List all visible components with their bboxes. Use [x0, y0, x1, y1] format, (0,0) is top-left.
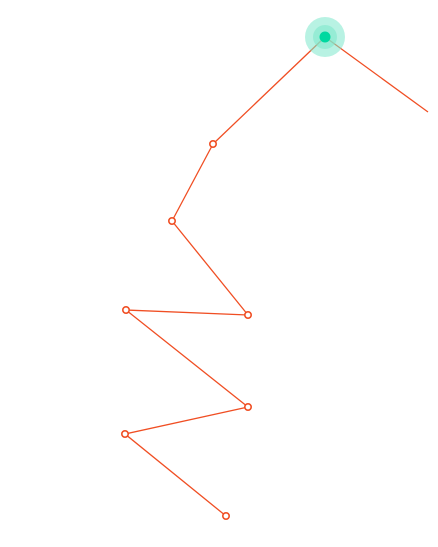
path-segment[interactable]	[124, 406, 249, 435]
vertex-handle[interactable]	[244, 402, 253, 411]
path-segment[interactable]	[171, 220, 249, 316]
path-segment[interactable]	[124, 433, 227, 517]
path-segment[interactable]	[212, 36, 326, 145]
vertex-handle[interactable]	[168, 217, 177, 226]
path-segment[interactable]	[125, 309, 249, 316]
selected-vertex-handle[interactable]	[319, 31, 331, 43]
path-segment[interactable]	[125, 309, 249, 408]
vertex-handle[interactable]	[222, 511, 231, 520]
vertex-handle[interactable]	[122, 305, 131, 314]
vertex-handle[interactable]	[209, 140, 218, 149]
polyline-segments	[124, 36, 429, 517]
path-segment[interactable]	[171, 143, 214, 222]
vertex-handle[interactable]	[121, 429, 130, 438]
path-segment-tail[interactable]	[324, 36, 429, 113]
vertex-handle[interactable]	[244, 310, 253, 319]
polyline-vertices	[121, 17, 345, 520]
